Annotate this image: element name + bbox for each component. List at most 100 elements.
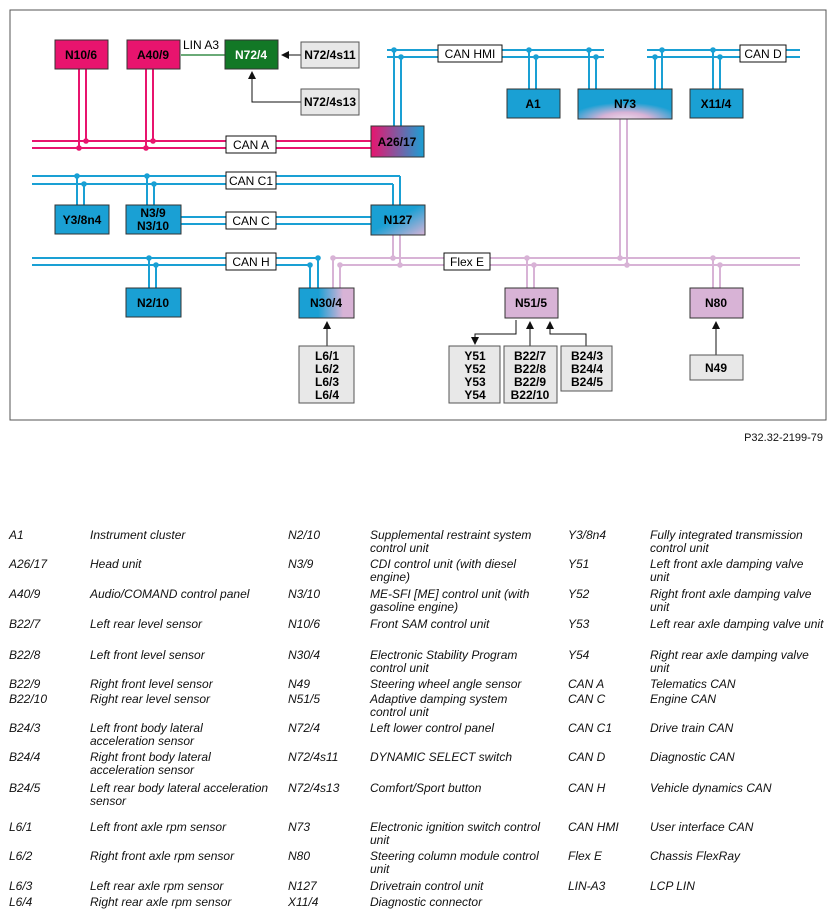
unit-a1 [506, 88, 561, 119]
flex-e-label: Flex E [450, 255, 484, 269]
legend-code: Y54 [568, 648, 590, 662]
unit-y3-8n4 [54, 204, 110, 235]
legend-code: X11/4 [288, 895, 319, 909]
unit-n80 [689, 287, 744, 319]
unit-n3-10-label: N3/10 [137, 219, 169, 233]
unit-a40-9-label: A40/9 [137, 48, 169, 62]
svg-text:B22/9: B22/9 [514, 375, 546, 389]
legend-code: L6/4 [9, 895, 33, 909]
unit-n51-5 [504, 287, 559, 319]
legend-description: Right front body lateral acceleration se… [90, 750, 211, 777]
unit-a26-17 [370, 125, 425, 158]
unit-n51-5-label: N51/5 [515, 296, 547, 310]
legend-code: L6/2 [9, 849, 33, 863]
valve-group-y5x-labels: Y51 Y52 Y53 Y54 [464, 349, 486, 402]
legend-code: B22/9 [9, 677, 41, 691]
legend-code: N73 [288, 820, 311, 834]
legend-description: Right rear level sensor [90, 692, 211, 706]
svg-text:L6/2: L6/2 [315, 362, 339, 376]
unit-n72-4 [224, 39, 279, 70]
legend-code: Y51 [568, 557, 590, 571]
legend-description: Left rear level sensor [90, 617, 203, 631]
legend-code: A26/17 [9, 557, 48, 571]
unit-n72-4s11 [300, 41, 360, 69]
can-c1-label: CAN C1 [229, 174, 273, 188]
legend-description: Electronic Stability Program control uni… [370, 648, 518, 675]
legend-code: N3/9 [288, 557, 314, 571]
legend-code: N72/4s13 [288, 781, 340, 795]
unit-n2-10 [125, 287, 182, 318]
legend-description: Vehicle dynamics CAN [650, 781, 772, 795]
svg-text:B22/10: B22/10 [511, 388, 550, 402]
network-diagram: LIN A3 CAN HMI CAN D CAN A CAN C1 CAN C … [9, 9, 827, 421]
unit-n49 [689, 354, 744, 381]
legend-code: N51/5 [288, 692, 321, 706]
valve-group-y5x [448, 345, 501, 404]
legend-code: L6/3 [9, 879, 33, 893]
svg-text:Y51: Y51 [464, 349, 486, 363]
sensor-group-b22-labels: B22/7 B22/8 B22/9 B22/10 [511, 349, 550, 402]
legend-code: N3/10 [288, 587, 321, 601]
svg-text:B22/7: B22/7 [514, 349, 546, 363]
legend-code: Y53 [568, 617, 590, 631]
unit-n10-6 [54, 39, 109, 70]
legend-description: Steering column module control unit [370, 849, 539, 876]
sensor-group-b24-labels: B24/3 B24/4 B24/5 [571, 349, 603, 389]
unit-n73 [577, 88, 673, 120]
unit-n3-9-label: N3/9 [140, 206, 166, 220]
legend-description: Instrument cluster [90, 528, 186, 542]
legend-code: CAN C [568, 692, 606, 706]
legend-description: Left front axle damping valve unit [650, 557, 804, 584]
legend-code: B24/3 [9, 721, 41, 735]
legend-code: A1 [9, 528, 24, 542]
legend-code: N2/10 [288, 528, 321, 542]
bus-junctions [74, 47, 723, 268]
legend-code: N72/4s11 [288, 750, 339, 764]
unit-n73-label: N73 [614, 97, 636, 111]
legend-code: N49 [288, 677, 311, 691]
unit-n3-9-n3-10 [125, 204, 182, 235]
legend-code: CAN A [568, 677, 605, 691]
legend-code: B24/4 [9, 750, 41, 764]
legend-code: B22/7 [9, 617, 41, 631]
can-a-label: CAN A [233, 138, 269, 152]
unit-n80-label: N80 [705, 296, 727, 310]
legend-description: Audio/COMAND control panel [90, 587, 250, 601]
legend-description: Right front axle damping valve unit [650, 587, 812, 614]
legend-code: N127 [288, 879, 317, 893]
legend-description: Head unit [90, 557, 142, 571]
svg-text:B22/8: B22/8 [514, 362, 546, 376]
unit-n72-4s11-label: N72/4s11 [304, 48, 356, 62]
can-d-label: CAN D [744, 47, 782, 61]
legend-code: B22/8 [9, 648, 41, 662]
svg-text:B24/3: B24/3 [571, 349, 603, 363]
unit-y3-8n4-label: Y3/8n4 [63, 213, 102, 227]
legend-description: CDI control unit (with diesel engine) [370, 557, 517, 584]
unit-x11-4-label: X11/4 [701, 97, 732, 111]
legend-description: Left rear axle damping valve unit [650, 617, 824, 631]
flex-e-bus [332, 119, 800, 288]
unit-n127-label: N127 [384, 213, 413, 227]
legend-description: Right rear axle damping valve unit [650, 648, 809, 675]
unit-n72-4s13 [300, 88, 360, 116]
sensor-group-b22 [503, 345, 558, 404]
legend-description: Right front axle rpm sensor [90, 849, 235, 863]
svg-text:L6/3: L6/3 [315, 375, 339, 389]
svg-text:L6/4: L6/4 [315, 388, 339, 402]
unit-n30-4-label: N30/4 [310, 296, 342, 310]
legend-code: LIN-A3 [568, 879, 606, 893]
legend-description: LCP LIN [650, 879, 695, 893]
svg-text:L6/1: L6/1 [315, 349, 339, 363]
legend-description: Front SAM control unit [370, 617, 490, 631]
bus-labels: LIN A3 CAN HMI CAN D CAN A CAN C1 CAN C … [183, 38, 787, 271]
legend-code: N10/6 [288, 617, 321, 631]
legend-code: N80 [288, 849, 311, 863]
legend-description: Left front axle rpm sensor [90, 820, 227, 834]
legend-description: Drivetrain control unit [370, 879, 484, 893]
legend-description: Electronic ignition switch control unit [370, 820, 541, 847]
can-bus-lines [32, 49, 800, 288]
can-hmi-label: CAN HMI [445, 47, 496, 61]
legend-description: Telematics CAN [650, 677, 736, 691]
unit-n72-4-label: N72/4 [235, 48, 267, 62]
legend-code: CAN H [568, 781, 606, 795]
